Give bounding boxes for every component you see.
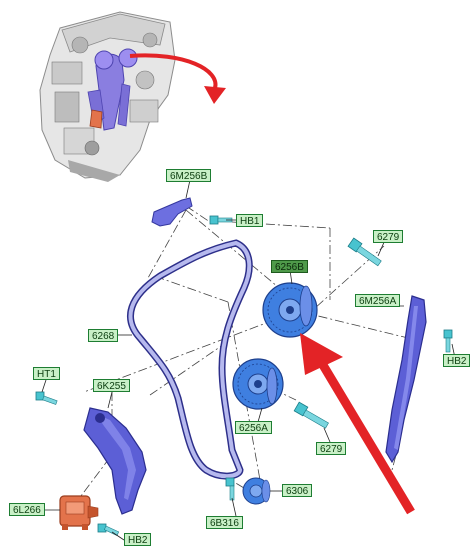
leader-lines: [40, 179, 456, 541]
callout-6268: 6268: [88, 329, 119, 342]
bolt-6279-upper: [347, 237, 382, 267]
callout-6256a: 6256A: [235, 421, 272, 434]
callout-hb2-bottom: HB2: [124, 533, 152, 546]
callout-6m256a: 6M256A: [355, 294, 401, 307]
bolt-ht1: [35, 391, 58, 405]
callout-6306: 6306: [282, 484, 313, 497]
bolt-6b316: [225, 477, 235, 501]
camshaft-sprocket-lower: [232, 358, 284, 410]
upper-chain-guide: [151, 197, 193, 227]
callout-6256b: 6256B: [271, 260, 308, 273]
callout-6279-upper: 6279: [373, 230, 404, 243]
callout-6l266: 6L266: [9, 503, 45, 516]
callout-6k255: 6K255: [93, 379, 130, 392]
callout-hb1: HB1: [236, 214, 264, 227]
chain-tensioner: [59, 495, 99, 530]
bolt-hb2-right: [443, 329, 453, 353]
tensioner-arm-left: [83, 407, 147, 515]
bolt-hb2-bottom: [97, 523, 120, 536]
callout-6m256b: 6M256B: [166, 169, 212, 182]
right-chain-guide: [385, 295, 427, 464]
callout-6b316: 6B316: [206, 516, 243, 529]
red-pointer-arrow: [300, 333, 415, 515]
camshaft-sprocket-upper: [262, 282, 318, 338]
crankshaft-sprocket: [242, 477, 271, 505]
curved-pointer-arrow: [129, 53, 226, 104]
callout-hb2-right: HB2: [443, 354, 471, 367]
callout-6279-lower: 6279: [316, 442, 347, 455]
engine-block-illustration: [39, 11, 176, 182]
timing-chain: [127, 239, 253, 480]
bolt-6279-lower: [293, 401, 329, 429]
callout-ht1: HT1: [33, 367, 60, 380]
